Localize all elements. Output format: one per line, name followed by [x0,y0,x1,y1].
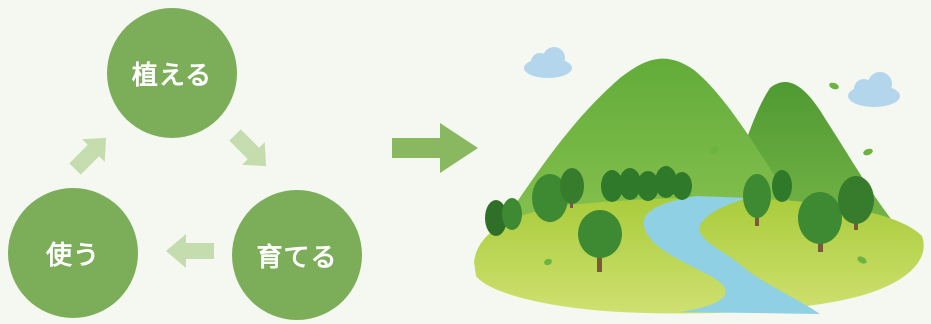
cloud-left-icon [524,47,572,78]
cloud-right-icon [848,72,900,107]
tree-icon [772,170,792,202]
